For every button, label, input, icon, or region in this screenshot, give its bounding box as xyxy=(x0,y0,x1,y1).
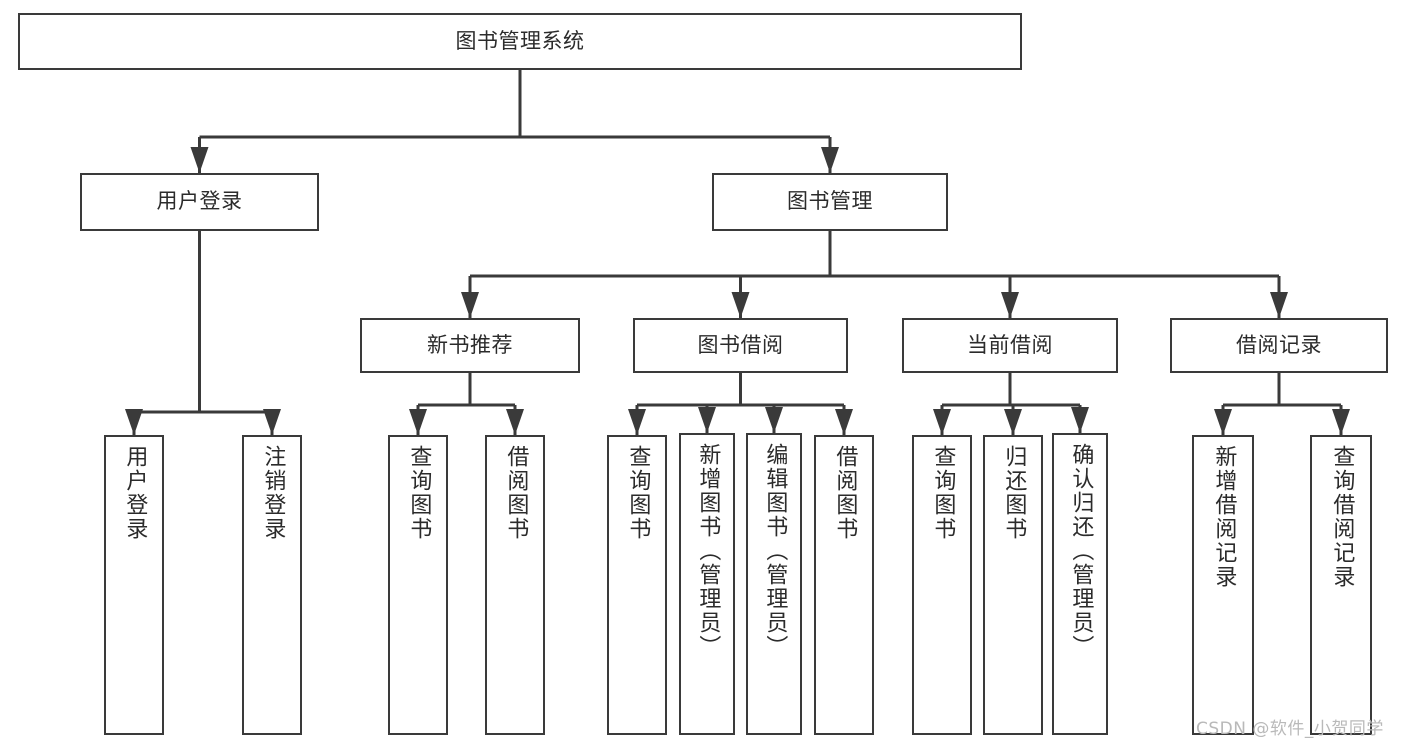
node-label-leaf-logout: 注销登录 xyxy=(260,445,286,541)
node-label-leaf-query-book-2: 查询图书 xyxy=(625,445,651,541)
node-current-borrow: 当前借阅 xyxy=(902,318,1118,373)
arrowhead-leaf-return-book xyxy=(1004,409,1022,435)
node-leaf-logout: 注销登录 xyxy=(242,435,302,735)
node-leaf-borrow-book-1: 借阅图书 xyxy=(485,435,545,735)
arrowhead-leaf-add-book xyxy=(698,407,716,433)
arrowhead-leaf-borrow-book-2 xyxy=(835,409,853,435)
arrowhead-leaf-query-record xyxy=(1332,409,1350,435)
node-leaf-add-record: 新增借阅记录 xyxy=(1192,435,1254,735)
node-borrow-record: 借阅记录 xyxy=(1170,318,1388,373)
node-book-borrow: 图书借阅 xyxy=(633,318,848,373)
node-label-new-book-rec: 新书推荐 xyxy=(427,332,513,357)
node-label-leaf-query-book-1: 查询图书 xyxy=(406,445,432,541)
node-label-leaf-user-login: 用户登录 xyxy=(122,445,148,541)
node-leaf-query-record: 查询借阅记录 xyxy=(1310,435,1372,735)
node-book-manage: 图书管理 xyxy=(712,173,948,231)
node-label-leaf-add-book: 新增图书（管理员） xyxy=(695,443,721,659)
node-label-leaf-return-book: 归还图书 xyxy=(1001,445,1027,541)
node-label-current-borrow: 当前借阅 xyxy=(967,332,1053,357)
node-label-root: 图书管理系统 xyxy=(455,28,585,53)
node-leaf-edit-book: 编辑图书（管理员） xyxy=(746,433,802,735)
node-leaf-add-book: 新增图书（管理员） xyxy=(679,433,735,735)
node-leaf-confirm-return: 确认归还（管理员） xyxy=(1052,433,1108,735)
arrowhead-book-manage xyxy=(821,147,839,173)
node-label-leaf-borrow-book-1: 借阅图书 xyxy=(503,445,529,541)
node-leaf-return-book: 归还图书 xyxy=(983,435,1043,735)
arrowhead-leaf-logout xyxy=(263,409,281,435)
node-label-borrow-record: 借阅记录 xyxy=(1236,332,1322,357)
arrowhead-user-login xyxy=(190,147,209,173)
node-label-leaf-confirm-return: 确认归还（管理员） xyxy=(1068,443,1094,659)
node-user-login: 用户登录 xyxy=(80,173,319,231)
node-leaf-borrow-book-2: 借阅图书 xyxy=(814,435,874,735)
arrowhead-book-borrow xyxy=(731,292,750,318)
arrowhead-current-borrow xyxy=(1001,292,1019,318)
watermark-text: CSDN @软件_小贺同学 xyxy=(1196,719,1384,739)
arrowhead-leaf-edit-book xyxy=(765,407,783,433)
node-leaf-query-book-1: 查询图书 xyxy=(388,435,448,735)
arrowhead-leaf-confirm-return xyxy=(1071,407,1089,433)
arrowhead-borrow-record xyxy=(1270,292,1288,318)
node-leaf-user-login: 用户登录 xyxy=(104,435,164,735)
node-label-leaf-query-book-3: 查询图书 xyxy=(930,445,956,541)
node-label-book-borrow: 图书借阅 xyxy=(697,332,784,357)
arrowhead-leaf-query-book-2 xyxy=(628,409,646,435)
arrowhead-leaf-query-book-1 xyxy=(409,409,427,435)
node-label-leaf-query-record: 查询借阅记录 xyxy=(1329,445,1355,589)
arrowhead-new-book-rec xyxy=(461,292,479,318)
arrowhead-leaf-borrow-book-1 xyxy=(506,409,524,435)
node-label-leaf-add-record: 新增借阅记录 xyxy=(1211,445,1237,589)
node-label-leaf-edit-book: 编辑图书（管理员） xyxy=(762,443,788,659)
node-leaf-query-book-2: 查询图书 xyxy=(607,435,667,735)
node-new-book-rec: 新书推荐 xyxy=(360,318,580,373)
arrowhead-leaf-query-book-3 xyxy=(933,409,951,435)
arrowhead-leaf-user-login xyxy=(125,409,143,435)
arrowhead-leaf-add-record xyxy=(1214,409,1232,435)
node-label-book-manage: 图书管理 xyxy=(787,189,873,214)
node-root: 图书管理系统 xyxy=(18,13,1022,70)
node-label-user-login: 用户登录 xyxy=(156,189,243,214)
node-label-leaf-borrow-book-2: 借阅图书 xyxy=(832,445,858,541)
node-leaf-query-book-3: 查询图书 xyxy=(912,435,972,735)
